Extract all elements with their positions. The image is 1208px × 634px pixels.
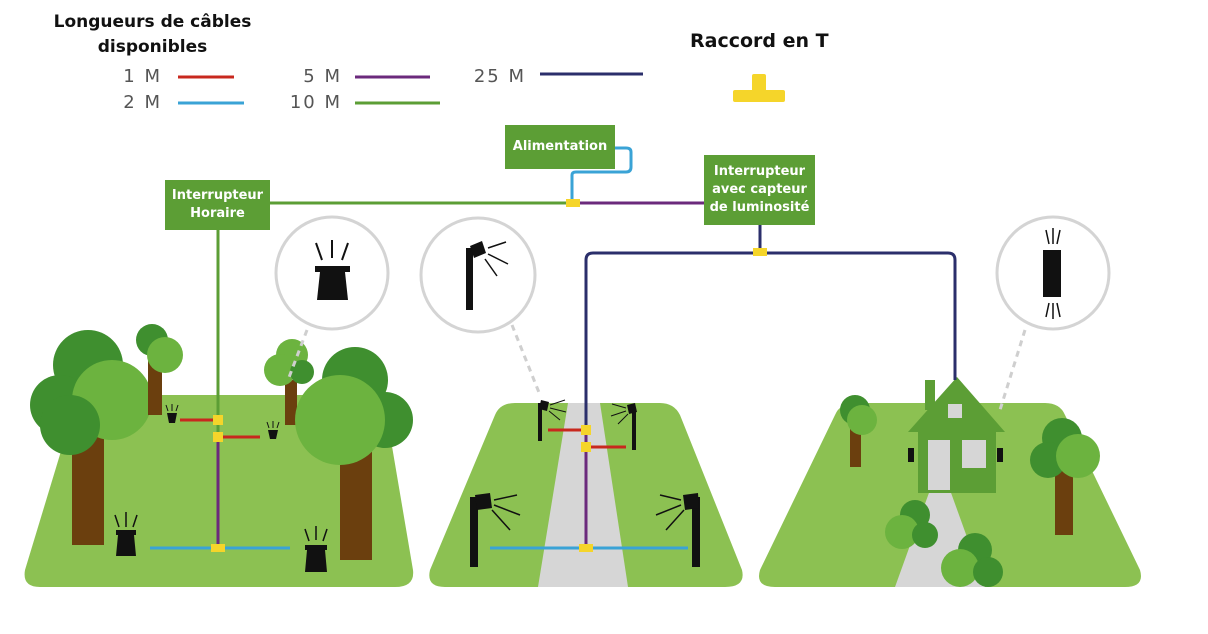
bollard-lamp-icon bbox=[165, 404, 179, 423]
bollard-lamp-icon bbox=[114, 512, 138, 556]
post-lamp-icon bbox=[538, 399, 567, 441]
timer-switch-label: Interrupteur Horaire bbox=[171, 188, 264, 221]
tee-connector-icon bbox=[211, 199, 767, 552]
tee-connector-icon bbox=[733, 74, 785, 102]
power-supply-box: Alimentation bbox=[505, 125, 615, 169]
tree-icon bbox=[295, 347, 413, 560]
light-sensor-switch-label: Interrupteur avec capteur de luminosité bbox=[709, 164, 810, 215]
cable-25m bbox=[584, 225, 957, 425]
legend-title: Longueurs de câbles disponibles bbox=[53, 12, 252, 57]
tee-title: Raccord en T bbox=[690, 30, 829, 52]
timer-switch-box: Interrupteur Horaire bbox=[165, 180, 270, 230]
zoom-callout-bollard bbox=[274, 215, 390, 381]
legend-label-25m: 25 M bbox=[473, 66, 526, 87]
light-sensor-switch-box: Interrupteur avec capteur de luminosité bbox=[704, 155, 815, 225]
bollard-lamp-icon bbox=[315, 240, 350, 300]
wall-lamp-icon bbox=[1043, 228, 1061, 319]
legend-label-10m: 10 M bbox=[289, 92, 342, 113]
post-lamp-icon bbox=[470, 493, 521, 567]
legend-label-5m: 5 M bbox=[303, 66, 342, 87]
power-supply-label: Alimentation bbox=[512, 139, 608, 154]
house-icon bbox=[908, 377, 1005, 493]
wall-lamp-icon bbox=[908, 448, 1003, 462]
post-lamp-icon bbox=[655, 493, 700, 567]
driveway-path bbox=[538, 403, 628, 587]
zoom-callout-post-lamp bbox=[419, 216, 542, 396]
tree-icon bbox=[136, 324, 183, 415]
legend-label-1m: 1 M bbox=[123, 66, 162, 87]
post-lamp-icon bbox=[466, 241, 509, 310]
bush-icon bbox=[885, 500, 938, 549]
bollard-lamp-icon bbox=[266, 421, 280, 439]
post-lamp-icon bbox=[610, 403, 637, 450]
bush-icon bbox=[941, 533, 1003, 587]
tree-icon bbox=[1030, 418, 1100, 535]
tree-icon bbox=[840, 395, 877, 467]
cable-10m bbox=[216, 201, 575, 440]
zoom-callout-wall-lamp bbox=[995, 215, 1111, 411]
bollard-lamp-icon bbox=[304, 526, 328, 572]
tree-icon bbox=[264, 339, 314, 425]
cable-1m bbox=[180, 418, 626, 449]
legend-label-2m: 2 M bbox=[123, 92, 162, 113]
tree-icon bbox=[30, 330, 152, 545]
